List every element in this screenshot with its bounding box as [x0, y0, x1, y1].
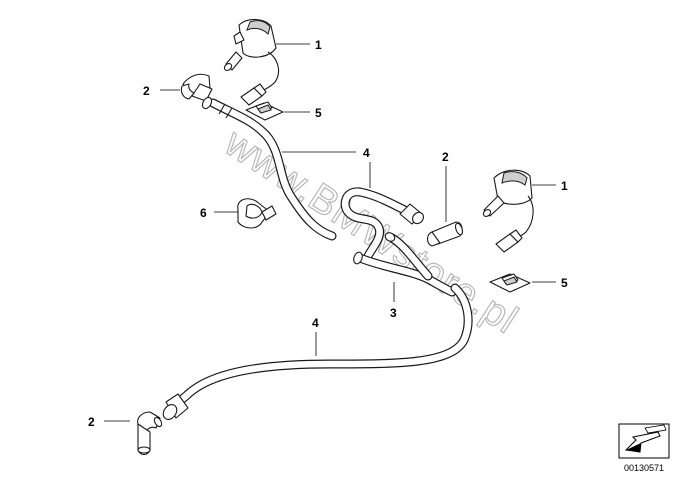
- reference-number: 00130571: [624, 463, 664, 473]
- callout-1-right: 1: [561, 179, 568, 193]
- callout-5-right: 5: [561, 276, 568, 290]
- callouts: 1 1 2 2 2 3 4 4 5 5 6: [88, 38, 568, 429]
- callout-4-lower: 4: [312, 316, 319, 330]
- y-piece: [353, 232, 457, 297]
- callout-2-mid-right: 2: [442, 150, 449, 164]
- callout-6: 6: [200, 206, 207, 220]
- leader-lines: [104, 43, 556, 422]
- callout-3: 3: [390, 306, 397, 320]
- elbow-connector-mid-right: [426, 221, 464, 247]
- callout-4-upper: 4: [363, 146, 370, 160]
- watermark: www.BMWstore.pl: [216, 120, 527, 344]
- callout-1-upper: 1: [315, 38, 322, 52]
- callout-5-upper: 5: [315, 106, 322, 120]
- hose-lower: [162, 283, 473, 420]
- hose-middle-u: [340, 187, 424, 261]
- clip-right: [489, 273, 531, 293]
- elbow-connector-upper-left: [180, 73, 213, 110]
- watermark-text: www.BMWstore.pl: [216, 120, 526, 342]
- callout-2-upper-left: 2: [143, 84, 150, 98]
- clamp: [237, 198, 277, 229]
- washer-nozzle-right: [482, 169, 534, 253]
- clip-upper: [245, 101, 284, 121]
- reference-box: 00130571: [618, 423, 670, 473]
- hose-upper: [208, 98, 337, 241]
- elbow-connector-lower-left: [137, 411, 163, 456]
- callout-2-lower-left: 2: [88, 415, 95, 429]
- washer-nozzle-upper: [223, 18, 280, 106]
